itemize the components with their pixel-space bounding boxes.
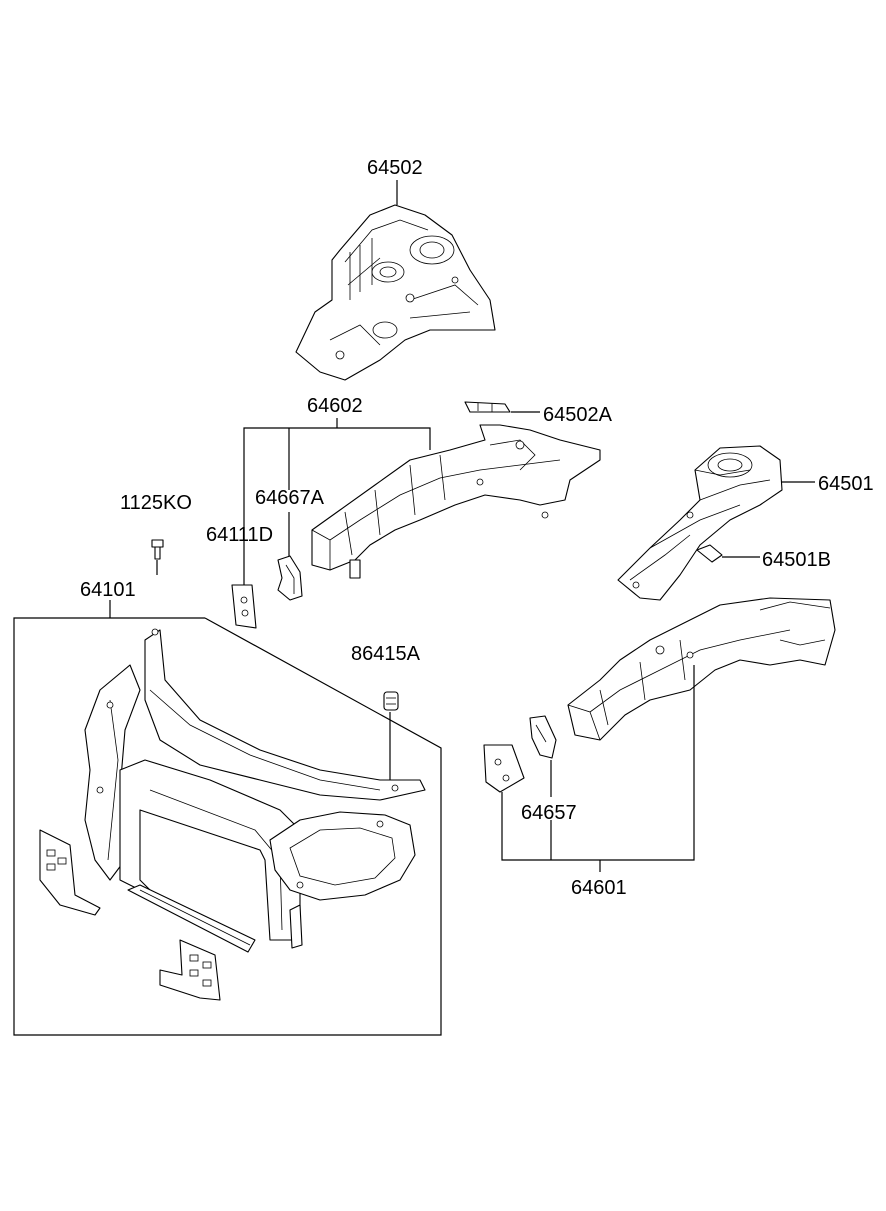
label-64101: 64101 — [80, 579, 136, 601]
label-64602: 64602 — [307, 395, 363, 417]
part-64667A-bracket — [277, 555, 303, 601]
part-64501-wheelhouse — [617, 445, 783, 601]
part-64657-bracket — [529, 715, 557, 759]
part-64502A — [464, 401, 540, 413]
label-64601: 64601 — [571, 877, 627, 899]
label-64657: 64657 — [521, 802, 577, 824]
part-64602-side-member — [311, 424, 601, 579]
label-86415A: 86415A — [351, 643, 421, 665]
box-64101 — [13, 617, 442, 1036]
part-64601-plate — [483, 744, 525, 793]
part-64111D-plate — [231, 584, 257, 629]
label-64501: 64501 — [818, 473, 874, 495]
label-64501B: 64501B — [762, 549, 831, 571]
label-1125KO: 1125KO — [120, 492, 192, 514]
clip-86415A — [383, 691, 399, 780]
label-64502A: 64502A — [543, 404, 613, 426]
part-64502-wheelhouse — [295, 180, 496, 381]
label-64667A: 64667A — [255, 487, 325, 509]
leader-64601 — [501, 665, 695, 861]
part-64601-side-member — [567, 597, 836, 741]
label-64111D: 64111D — [206, 524, 273, 546]
label-64502: 64502 — [367, 157, 423, 179]
part-64101-carrier — [39, 628, 426, 1001]
part-64501B-bracket — [696, 544, 760, 563]
bolt-1125KO — [151, 539, 164, 575]
